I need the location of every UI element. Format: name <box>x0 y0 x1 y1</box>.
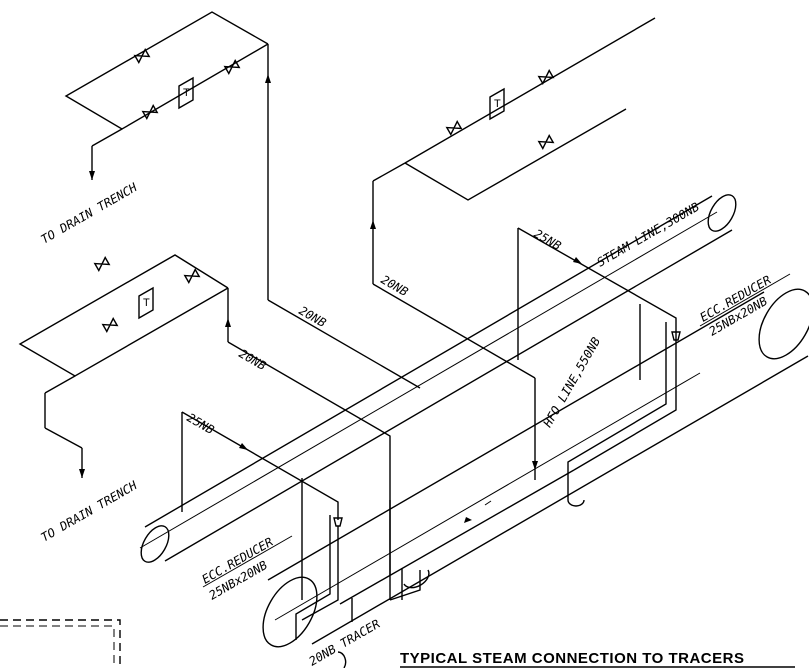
hfo-line-pipe <box>262 288 809 648</box>
tracer-leader <box>337 651 347 668</box>
takeoff-left <box>181 411 430 640</box>
trap-set-right: T <box>370 17 656 480</box>
valve-icon <box>101 317 119 333</box>
steam-line-pipe <box>139 194 737 563</box>
size-label-25nb: 25NB <box>185 410 217 437</box>
hfo-line-label: HFO LINE,550NB <box>540 335 603 430</box>
valve-icon <box>141 104 159 120</box>
branch-20nb-a <box>267 299 421 389</box>
valve-icon <box>537 69 555 85</box>
trap-set-upper-left: T <box>64 11 271 300</box>
steam-trap-icon: T <box>178 76 194 110</box>
svg-text:T: T <box>143 297 150 309</box>
label-underline <box>202 535 293 588</box>
valve-icon <box>133 48 151 64</box>
size-label-20nb: 20NB <box>379 272 411 299</box>
valve-icon <box>537 134 555 150</box>
drawing-title: TYPICAL STEAM CONNECTION TO TRACERS <box>400 650 744 667</box>
steam-trap-icon: T <box>138 286 154 320</box>
trap-set-lower-left: T <box>18 254 231 478</box>
ecc-reducer-icon <box>671 331 681 341</box>
tracer-line <box>339 469 575 605</box>
valve-icon <box>93 256 111 272</box>
size-label-20nb: 20NB <box>237 346 269 373</box>
size-label-25nb: 25NB <box>532 226 564 253</box>
branch-20nb-b <box>227 341 391 575</box>
steam-trap-icon: T <box>489 87 505 121</box>
steam-line-label: STEAM LINE,300NB <box>595 200 702 270</box>
detail-border <box>0 619 121 668</box>
drain-trench-label-upper: TO DRAIN TRENCH <box>39 180 141 247</box>
valve-icon <box>445 120 463 136</box>
drain-trench-label-lower: TO DRAIN TRENCH <box>39 478 141 545</box>
valve-icon <box>183 268 201 284</box>
svg-text:T: T <box>183 87 190 99</box>
takeoff-right <box>517 227 681 507</box>
svg-text:T: T <box>494 98 501 110</box>
ecc-reducer-icon <box>333 517 343 527</box>
label-underline <box>699 273 791 327</box>
valve-icon <box>223 59 241 75</box>
